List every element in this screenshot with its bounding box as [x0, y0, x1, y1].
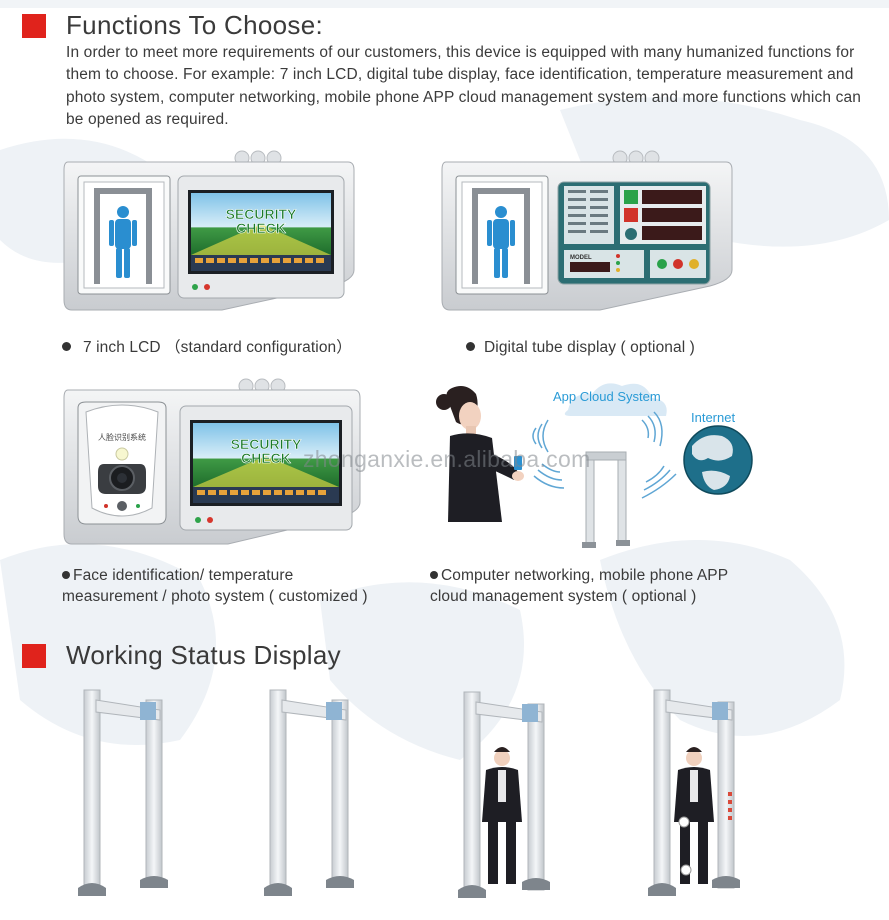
bullet-dot — [62, 342, 71, 351]
gate-with-person-alarm — [648, 689, 740, 896]
working-status-gates — [78, 689, 740, 898]
caption-lcd: 7 inch LCD （standard configuration） — [62, 338, 352, 359]
watermark: zhonganxie.en.alibaba.com — [303, 446, 591, 472]
lcd-control-panel: SECURITY CHECK — [63, 150, 355, 311]
cloud-label: App Cloud System — [553, 389, 661, 404]
top-strip — [0, 0, 889, 8]
face-identification-panel: 人脸识别系统 SECURITY CHECK — [63, 378, 361, 545]
bullet-dot — [430, 571, 438, 579]
walk-through-gate — [582, 451, 630, 548]
bullet-dot — [62, 571, 70, 579]
section-functions-header: Functions To Choose: — [22, 10, 323, 41]
red-square-marker — [22, 13, 46, 38]
caption-lcd-text: 7 inch LCD （standard configuration） — [83, 339, 352, 356]
globe-icon — [683, 425, 753, 495]
gate-empty-1 — [78, 689, 168, 896]
person-with-phone — [436, 386, 524, 522]
face-screen-line2: CHECK — [241, 450, 291, 466]
caption-face-line1: Face identification/ temperature — [73, 567, 294, 584]
caption-face: Face identification/ temperature measure… — [62, 566, 368, 607]
caption-network-line1: Computer networking, mobile phone APP — [441, 567, 729, 584]
gate-with-person-pass — [458, 691, 550, 898]
red-square-marker — [22, 643, 46, 668]
digital-tube-panel: MODEL — [441, 150, 733, 311]
internet-label: Internet — [691, 410, 736, 425]
bullet-dot — [466, 342, 475, 351]
cloud-icon — [564, 383, 667, 416]
digital-model-label: MODEL — [570, 255, 592, 261]
lcd-screen-line2: CHECK — [236, 220, 286, 236]
network-scene — [436, 383, 753, 548]
caption-network: Computer networking, mobile phone APP cl… — [430, 566, 728, 607]
caption-digital: Digital tube display ( optional ) — [466, 338, 695, 359]
section-working-status-header: Working Status Display — [22, 640, 341, 671]
section-title: Working Status Display — [66, 640, 341, 670]
caption-face-line2: measurement / photo system ( customized … — [62, 587, 368, 605]
intro-paragraph: In order to meet more requirements of ou… — [66, 44, 862, 128]
caption-network-line2: cloud management system ( optional ) — [430, 587, 697, 605]
face-panel-label: 人脸识别系统 — [98, 432, 146, 442]
gate-empty-2 — [264, 689, 354, 896]
face-screen-line1: SECURITY — [231, 436, 302, 452]
caption-digital-text: Digital tube display ( optional ) — [484, 339, 695, 356]
lcd-screen-line1: SECURITY — [226, 206, 297, 222]
section-title: Functions To Choose: — [66, 10, 323, 40]
